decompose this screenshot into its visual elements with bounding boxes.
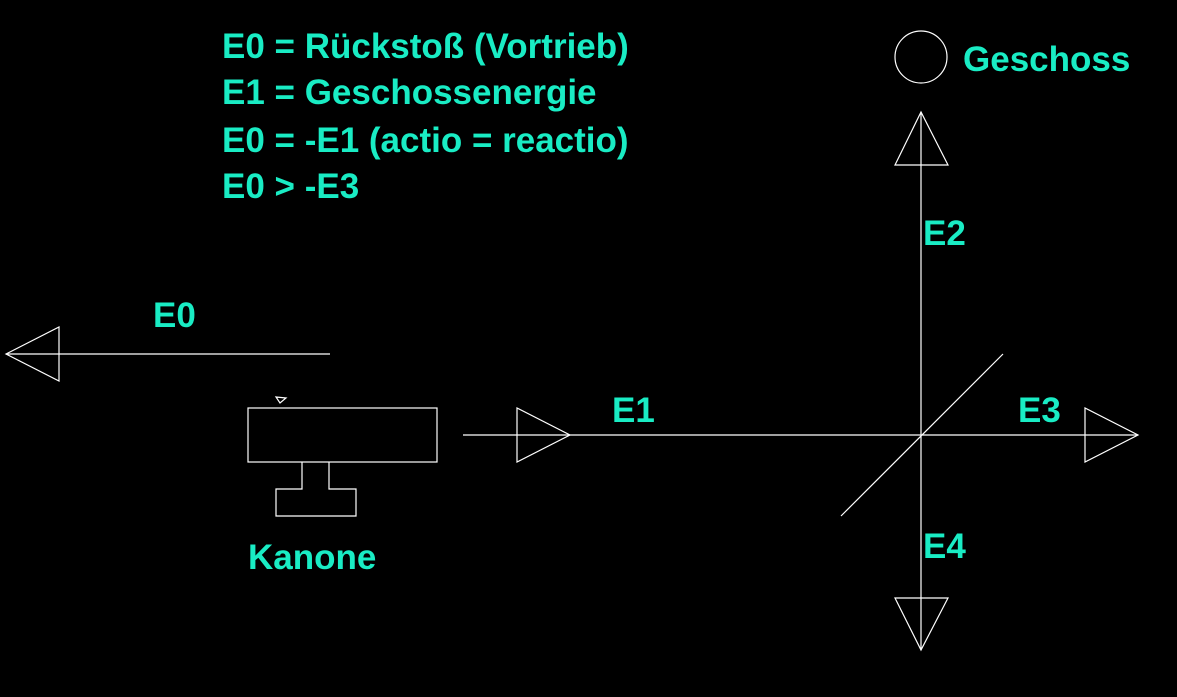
legend-line-4: E0 > -E3 <box>222 167 359 206</box>
arrow-e0-head <box>4 326 60 382</box>
cannon-mount <box>275 462 357 517</box>
legend-line-1: E0 = Rückstoß (Vortrieb) <box>222 27 629 66</box>
label-e0: E0 <box>153 296 196 335</box>
arrow-e1 <box>463 407 1138 463</box>
label-e4: E4 <box>923 527 966 566</box>
label-e3: E3 <box>1018 391 1061 430</box>
cannon-sight <box>274 396 288 404</box>
arrow-e3-head <box>1084 407 1140 463</box>
projectile-circle <box>894 30 948 84</box>
arrow-e4-head <box>894 597 949 652</box>
arrow-e0 <box>4 326 330 382</box>
cannon-barrel <box>247 407 438 463</box>
legend-line-3: E0 = -E1 (actio = reactio) <box>222 121 629 160</box>
cannon <box>247 396 438 517</box>
cannon-label: Kanone <box>248 538 376 577</box>
projectile-label: Geschoss <box>963 40 1130 79</box>
arrow-e1-head <box>516 407 572 463</box>
arrow-e2-head <box>894 110 949 166</box>
diagonal-axis <box>840 353 1004 517</box>
label-e2: E2 <box>923 214 966 253</box>
label-e1: E1 <box>612 391 655 430</box>
legend-line-2: E1 = Geschossenergie <box>222 73 597 112</box>
